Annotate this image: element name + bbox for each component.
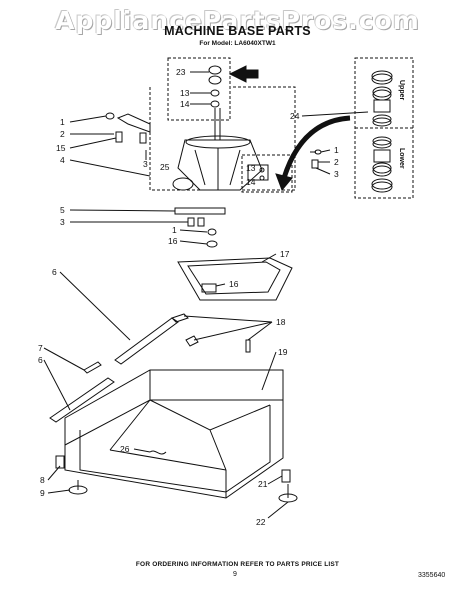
watermark-logo: AppliancePartsPros.com	[55, 6, 420, 35]
callout-6: 6	[52, 267, 57, 277]
inset-label-upper: Upper	[398, 80, 405, 101]
callout-2: 2	[60, 129, 65, 139]
curved-arrow	[281, 115, 351, 179]
callout-22: 22	[256, 517, 266, 527]
callout-2c: 2	[334, 157, 339, 167]
clip-bracket	[116, 113, 151, 133]
motor-mount-plate	[177, 257, 293, 301]
callout-1c: 1	[334, 145, 339, 155]
callout-labels: 1 2 15 4 3 5 3 16 1 17 16 6 18 7 6 19 26…	[38, 67, 339, 527]
callout-3: 3	[143, 159, 148, 169]
callout-3b: 3	[60, 217, 65, 227]
callout-26: 26	[120, 444, 130, 454]
gearcase-dashed-box	[149, 86, 296, 191]
callout-25: 25	[160, 162, 170, 172]
callout-16: 16	[168, 236, 178, 246]
callout-19: 19	[278, 347, 288, 357]
page-title: MACHINE BASE PARTS	[164, 24, 311, 38]
callout-13b: 13	[246, 163, 256, 173]
bearing-lower-parts	[371, 136, 393, 193]
callout-14b: 14	[246, 177, 256, 187]
inset-label-lower: Lower	[398, 148, 405, 169]
part-25-ring	[172, 177, 194, 191]
rail-upper	[114, 317, 179, 365]
callout-8: 8	[40, 475, 45, 485]
callout-5: 5	[60, 205, 65, 215]
callout-1: 1	[60, 117, 65, 127]
callout-7: 7	[38, 343, 43, 353]
side-parts-dashed-box	[241, 154, 293, 193]
page-number: 9	[233, 571, 237, 578]
callout-23: 23	[176, 67, 186, 77]
callout-9: 9	[40, 488, 45, 498]
callout-1b: 1	[172, 225, 177, 235]
callout-17: 17	[280, 249, 290, 259]
rail-lower	[49, 377, 115, 423]
model-subtitle: For Model: LA6040XTW1	[199, 40, 276, 47]
callout-21: 21	[258, 479, 268, 489]
callout-14: 14	[180, 99, 190, 109]
callout-13: 13	[180, 88, 190, 98]
callout-18: 18	[276, 317, 286, 327]
gearcase-body	[177, 139, 263, 191]
document-number: 3355640	[418, 572, 446, 579]
arrow-top	[228, 65, 259, 83]
bearing-inset-box	[354, 57, 414, 199]
callout-15: 15	[56, 143, 66, 153]
callout-3c: 3	[334, 169, 339, 179]
top-parts-dashed-box	[167, 57, 231, 121]
ordering-footer: FOR ORDERING INFORMATION REFER TO PARTS …	[135, 561, 340, 568]
bearing-upper-parts	[371, 70, 393, 127]
callout-16b: 16	[229, 279, 239, 289]
callout-24: 24	[290, 111, 300, 121]
machine-base-frame	[64, 369, 284, 499]
callout-6b: 6	[38, 355, 43, 365]
callout-4: 4	[60, 155, 65, 165]
